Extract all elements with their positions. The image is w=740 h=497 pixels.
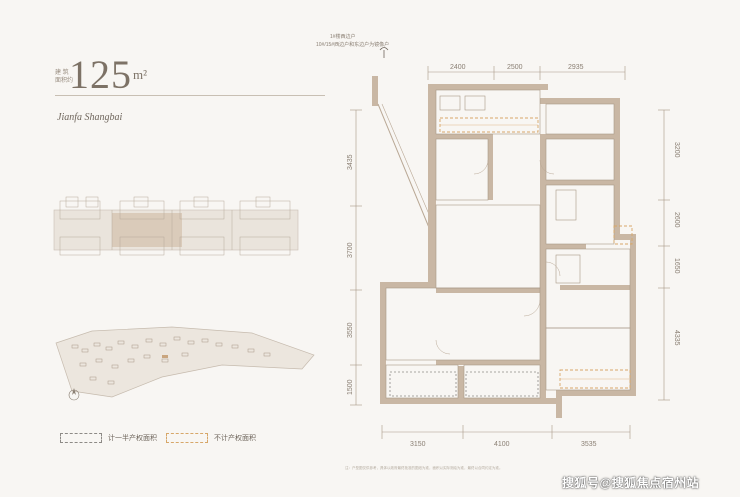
gray-dashed-swatch (60, 433, 102, 443)
dim-top-1: 2400 (450, 64, 466, 71)
dim-top-3: 2935 (568, 64, 584, 71)
half-area-outlines (389, 371, 539, 397)
dim-left-4: 1500 (347, 379, 354, 395)
slanted-wall (377, 103, 431, 231)
legend-half-area: 计一半产权面积 (60, 433, 157, 443)
compass-icon (68, 388, 80, 401)
dim-left-2: 3700 (347, 242, 354, 258)
dim-left-3: 3550 (347, 322, 354, 338)
dimension-lines (350, 66, 670, 439)
area-number: 125 (69, 52, 132, 97)
dim-right-2: 2600 (673, 212, 680, 228)
dim-right-4: 4335 (673, 330, 680, 346)
annotation-line2: 10#/15#西边户和东边户为镜像户 (316, 41, 389, 48)
dim-bottom-3: 3535 (581, 441, 597, 448)
area-unit: m² (133, 67, 148, 82)
area-label-line2: 面积约 (55, 78, 74, 84)
watermark: 搜狐号@搜狐焦点宿州站 (562, 476, 700, 490)
dim-bottom-1: 3150 (410, 441, 426, 448)
building-key-plan (53, 196, 299, 256)
area-label: 建 筑 面积约 (55, 69, 73, 85)
project-script-name: Jianfa Shangbai (57, 112, 123, 123)
wall-stub (372, 76, 378, 106)
door-swings (435, 159, 561, 355)
dim-right-1: 3200 (673, 142, 680, 158)
dim-right-3: 1650 (673, 258, 680, 274)
divider (55, 95, 325, 96)
dim-bottom-2: 4100 (494, 441, 510, 448)
footer-note: 注：户型图仅供参考，具体以政府最终批准的图纸为准，面积以实际测绘为准，最终以合同… (345, 466, 503, 470)
legend-excluded-area: 不计产权面积 (166, 433, 256, 443)
excluded-area-hatching (440, 124, 630, 380)
room-outlines (385, 89, 631, 399)
annotation-line1: 1#楼西边户 (330, 33, 356, 40)
legend-label: 计一半产权面积 (108, 435, 157, 442)
orange-dashed-swatch (166, 433, 208, 443)
legend-label: 不计产权面积 (214, 435, 256, 442)
excluded-area-outlines (439, 117, 633, 389)
area-label-line1: 建 筑 (55, 70, 69, 76)
annotation-arrow-head (379, 47, 389, 51)
exterior-walls (380, 84, 636, 418)
dim-left-1: 3435 (347, 154, 354, 170)
interior-walls (436, 134, 630, 400)
site-map (55, 326, 315, 401)
dim-top-2: 2500 (507, 64, 523, 71)
